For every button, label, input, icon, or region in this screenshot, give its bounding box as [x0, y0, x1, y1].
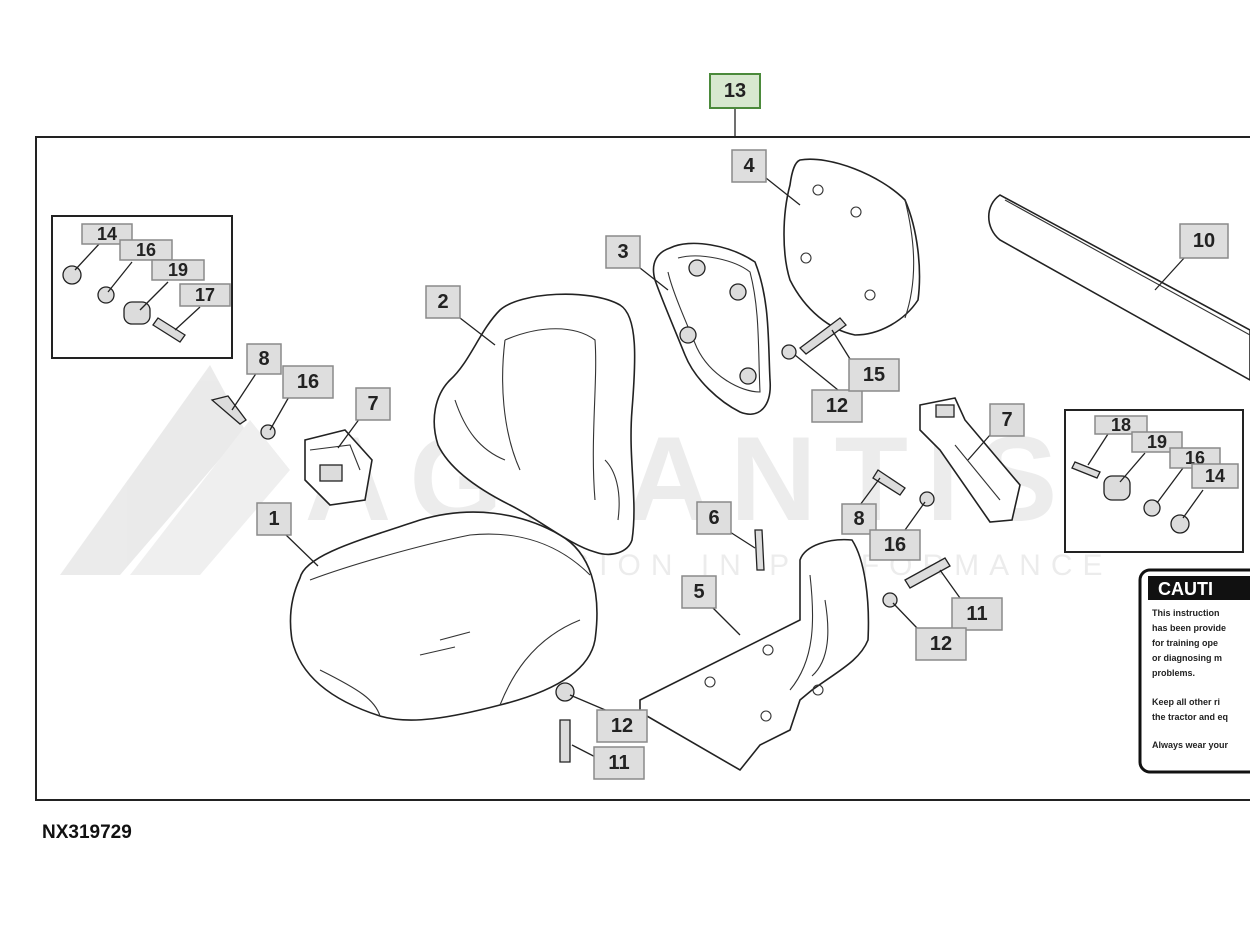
callout-11-bottom[interactable]: 11 — [593, 746, 645, 780]
svg-text:13: 13 — [724, 80, 746, 102]
svg-text:11: 11 — [608, 752, 629, 774]
svg-text:16: 16 — [1185, 448, 1205, 468]
caution-line-2: has been provide — [1152, 623, 1226, 633]
svg-text:6: 6 — [708, 507, 719, 529]
caution-line-8: Always wear your — [1152, 740, 1229, 750]
svg-text:11: 11 — [966, 603, 987, 625]
callout-15[interactable]: 15 — [848, 358, 900, 392]
svg-text:16: 16 — [136, 240, 156, 260]
caution-line-3: for training ope — [1152, 638, 1218, 648]
inset-right-callout-19[interactable]: 19 — [1131, 431, 1183, 453]
svg-text:4: 4 — [743, 155, 755, 177]
svg-text:16: 16 — [297, 371, 319, 393]
svg-text:19: 19 — [1147, 432, 1167, 452]
caution-line-7: the tractor and eq — [1152, 712, 1228, 722]
svg-text:5: 5 — [693, 581, 704, 603]
support-tube — [987, 194, 1250, 381]
seat-bracket — [639, 538, 870, 772]
inset-right-callout-14[interactable]: 14 — [1191, 463, 1239, 489]
callout-13-assembly[interactable]: 13 — [709, 73, 761, 109]
callout-12-top[interactable]: 12 — [811, 389, 863, 423]
callout-12-bottom[interactable]: 12 — [596, 709, 648, 743]
svg-text:14: 14 — [97, 224, 117, 244]
leader-lines — [74, 177, 1204, 764]
caution-line-1: This instruction — [1152, 608, 1220, 618]
figure-id: NX319729 — [42, 822, 132, 843]
seat-belt-tongue — [919, 397, 1021, 523]
svg-text:8: 8 — [853, 508, 864, 530]
callout-4[interactable]: 4 — [731, 149, 767, 183]
svg-text:14: 14 — [1205, 466, 1225, 486]
seat-belt-buckle — [304, 429, 373, 506]
inset-left-callout-17[interactable]: 17 — [179, 283, 231, 307]
callout-3[interactable]: 3 — [605, 235, 641, 269]
inset-right-hardware — [1071, 461, 1190, 534]
inset-left-callout-19[interactable]: 19 — [151, 259, 205, 281]
callout-8-right[interactable]: 8 — [841, 503, 877, 535]
caution-line-4: or diagnosing m — [1152, 653, 1222, 663]
callout-1[interactable]: 1 — [256, 502, 292, 536]
back-frame — [652, 242, 771, 415]
svg-text:12: 12 — [826, 395, 848, 417]
svg-text:18: 18 — [1111, 415, 1131, 435]
svg-text:7: 7 — [1001, 409, 1012, 431]
svg-text:19: 19 — [168, 260, 188, 280]
svg-text:10: 10 — [1193, 230, 1215, 252]
svg-text:2: 2 — [437, 291, 448, 313]
hardware-bolts — [210, 317, 951, 763]
diagram-frame — [35, 136, 1250, 801]
callout-16-left[interactable]: 16 — [282, 365, 334, 399]
inset-right-callout-18[interactable]: 18 — [1094, 415, 1148, 435]
seat-cushion — [289, 511, 598, 721]
callout-7-tongue[interactable]: 7 — [989, 403, 1025, 437]
svg-text:17: 17 — [195, 285, 215, 305]
inset-left-callout-16[interactable]: 16 — [119, 239, 173, 261]
caution-heading: CAUTI — [1158, 579, 1213, 599]
caution-line-5: problems. — [1152, 668, 1195, 678]
callout-2[interactable]: 2 — [425, 285, 461, 319]
svg-text:12: 12 — [930, 633, 952, 655]
svg-text:15: 15 — [863, 364, 885, 386]
callout-11-right[interactable]: 11 — [951, 597, 1003, 631]
callout-6[interactable]: 6 — [696, 501, 732, 535]
svg-text:16: 16 — [884, 534, 906, 556]
callout-16-right[interactable]: 16 — [869, 529, 921, 561]
callout-8-left[interactable]: 8 — [246, 343, 282, 375]
svg-text:3: 3 — [617, 241, 628, 263]
callout-5[interactable]: 5 — [681, 575, 717, 609]
callout-12-right[interactable]: 12 — [915, 627, 967, 661]
callout-10[interactable]: 10 — [1179, 223, 1229, 259]
inset-left-callout-14[interactable]: 14 — [81, 223, 133, 245]
svg-text:1: 1 — [268, 508, 279, 530]
svg-text:8: 8 — [258, 348, 269, 370]
svg-text:7: 7 — [367, 393, 378, 415]
callout-7-buckle[interactable]: 7 — [355, 387, 391, 421]
seat-back — [433, 293, 636, 556]
caution-decal: CAUTI This instruction has been provide … — [1138, 568, 1250, 774]
caution-line-6: Keep all other ri — [1152, 697, 1220, 707]
svg-text:12: 12 — [611, 715, 633, 737]
back-plate — [783, 158, 921, 336]
